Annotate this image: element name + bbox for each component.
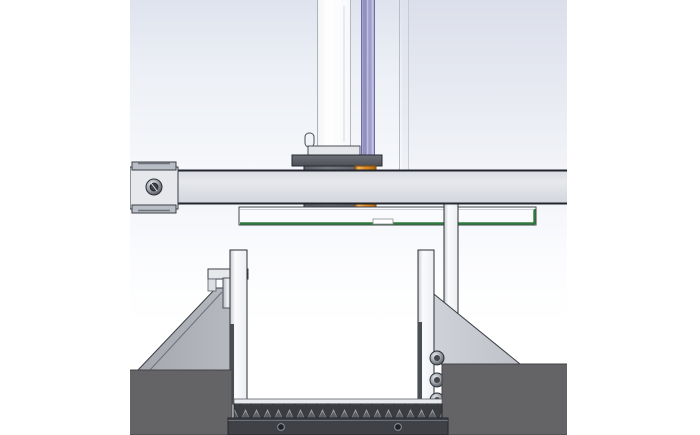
- bolt-head-icon: [429, 350, 445, 366]
- linear-rail: [361, 0, 375, 175]
- cad-viewport: [130, 0, 567, 435]
- toothed-conveyor-strip: [233, 398, 443, 419]
- column-side-tab: [304, 132, 315, 148]
- green-edge-plate: [238, 206, 537, 226]
- left-floor-block: [130, 369, 233, 435]
- bracket-bottom-flange: [131, 204, 177, 214]
- base-bolt-icon: [277, 423, 285, 431]
- bracket-hex-bolt-icon: [145, 178, 163, 196]
- vertical-white-column: [304, 0, 351, 148]
- right-post-shadow-band: [418, 322, 422, 420]
- base-rail: [227, 417, 449, 435]
- motor-collar-upper: [307, 145, 361, 156]
- base-bolt-icon: [394, 423, 402, 431]
- left-beam-bracket: [130, 161, 179, 214]
- upper-frame-panel: [130, 0, 567, 170]
- bolt-head-icon: [429, 372, 445, 388]
- bracket-top-flange: [131, 161, 177, 171]
- motor-mount-plate: [291, 154, 383, 167]
- plate-center-notch: [372, 218, 394, 225]
- right-floor-block: [441, 363, 567, 435]
- cad-drawing: [130, 0, 567, 435]
- horizontal-cross-beam: [130, 169, 567, 205]
